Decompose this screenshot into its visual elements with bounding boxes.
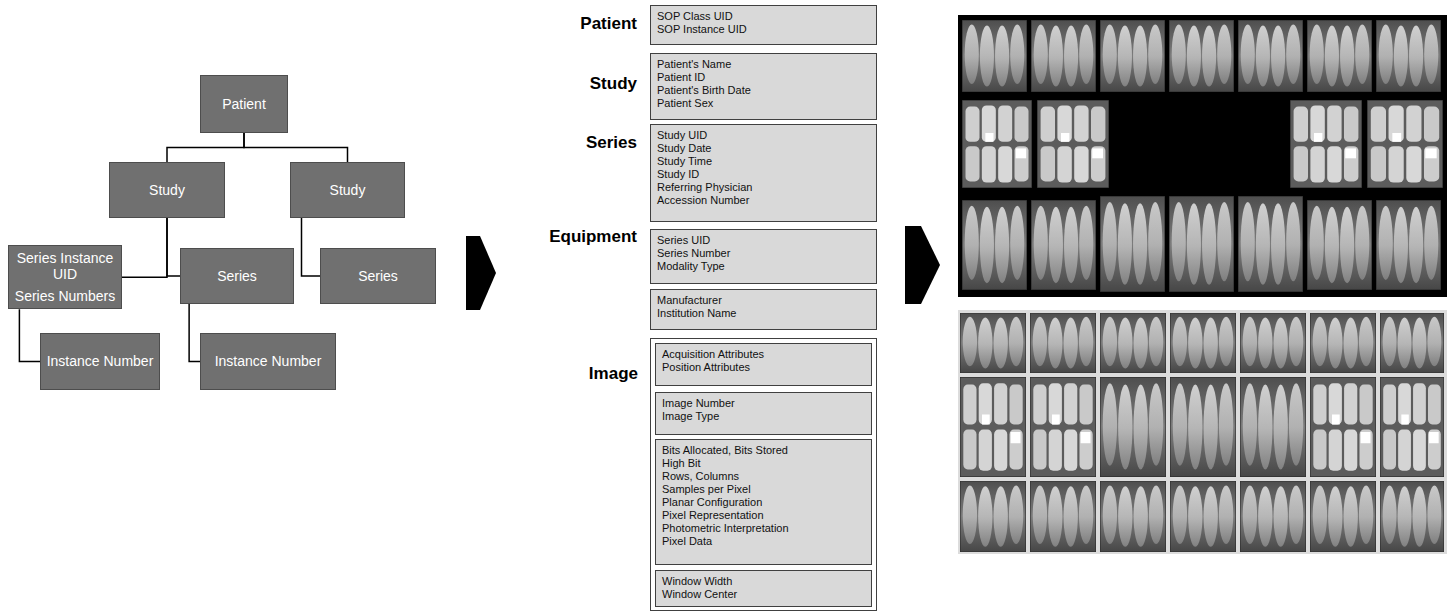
node-label: Study [149, 182, 185, 198]
tree-connector [244, 133, 348, 162]
tree-box: Series Instance UID Series Numbers [8, 245, 122, 309]
field-name: Position Attributes [662, 361, 865, 374]
node-label: Series Instance UID [13, 250, 117, 282]
field-name: Bits Allocated, Bits Stored [662, 444, 865, 457]
tree-connector [122, 218, 167, 277]
field-name: Samples per Pixel [662, 483, 865, 496]
node-label: Instance Number [215, 353, 322, 369]
field-name: Accession Number [657, 194, 870, 207]
flow-arrow [466, 236, 496, 310]
tree-box: Instance Number [200, 333, 336, 390]
field-name: Study Date [657, 142, 870, 155]
node-label: Study [330, 182, 366, 198]
tree-box: Study [290, 162, 405, 218]
field-name: Series Number [657, 247, 870, 260]
level-heading: Patient [437, 13, 637, 35]
field-name: Series UID [657, 234, 870, 247]
tree-connector [19, 309, 40, 361]
node-label: Series Numbers [15, 288, 115, 304]
field-box: Acquisition AttributesPosition Attribute… [655, 343, 872, 386]
tree-connector [167, 133, 244, 162]
field-box: Window WidthWindow Center [655, 570, 872, 607]
field-name: Rows, Columns [662, 470, 865, 483]
field-box: Study UIDStudy DateStudy TimeStudy IDRef… [650, 124, 877, 222]
field-name: Referring Physician [657, 181, 870, 194]
group-heading: Image [589, 363, 638, 385]
field-name: Manufacturer [657, 294, 870, 307]
field-name: Image Number [662, 397, 865, 410]
field-name: Patient's Birth Date [657, 84, 870, 97]
field-name: Window Center [662, 588, 865, 601]
field-name: Planar Configuration [662, 496, 865, 509]
xray-panel [958, 15, 1447, 297]
xray-panel [958, 310, 1447, 554]
level-heading: Series [437, 132, 637, 154]
node-label: Instance Number [47, 353, 154, 369]
field-name: SOP Instance UID [657, 23, 870, 36]
level-heading: Study [437, 73, 637, 95]
field-name: Window Width [662, 575, 865, 588]
field-name: Pixel Representation [662, 509, 865, 522]
tree-connector [302, 218, 321, 276]
tree-box: Series [320, 248, 436, 304]
field-name: SOP Class UID [657, 10, 870, 23]
field-name: Patient Sex [657, 97, 870, 110]
field-name: Study Time [657, 155, 870, 168]
field-box: Series UIDSeries NumberModality Type [650, 229, 877, 284]
field-name: High Bit [662, 457, 865, 470]
tree-connector [167, 218, 180, 276]
field-box: Bits Allocated, Bits StoredHigh BitRows,… [655, 439, 872, 565]
field-name: Modality Type [657, 260, 870, 273]
field-box: Patient's NamePatient IDPatient's Birth … [650, 53, 877, 120]
field-name: Pixel Data [662, 535, 865, 548]
tree-connector [189, 304, 200, 362]
field-name: Study ID [657, 168, 870, 181]
node-label: Series [217, 268, 257, 284]
field-name: Patient's Name [657, 58, 870, 71]
tree-box: Instance Number [40, 333, 160, 390]
group-box: ImageAcquisition AttributesPosition Attr… [650, 338, 877, 611]
field-name: Photometric Interpretation [662, 522, 865, 535]
field-name: Patient ID [657, 71, 870, 84]
field-name: Acquisition Attributes [662, 348, 865, 361]
field-box: Image NumberImage Type [655, 392, 872, 435]
tree-box: Series [180, 248, 294, 304]
field-name: Study UID [657, 129, 870, 142]
level-heading: Equipment [437, 226, 637, 248]
field-name: Institution Name [657, 307, 870, 320]
node-label: Series [358, 268, 398, 284]
field-name: Image Type [662, 410, 865, 423]
tree-box: Patient [200, 75, 288, 133]
flow-arrow [905, 226, 940, 304]
field-box: ManufacturerInstitution Name [650, 289, 877, 330]
tree-box: Study [109, 162, 225, 218]
field-box: SOP Class UIDSOP Instance UID [650, 5, 877, 45]
node-label: Patient [222, 96, 266, 112]
